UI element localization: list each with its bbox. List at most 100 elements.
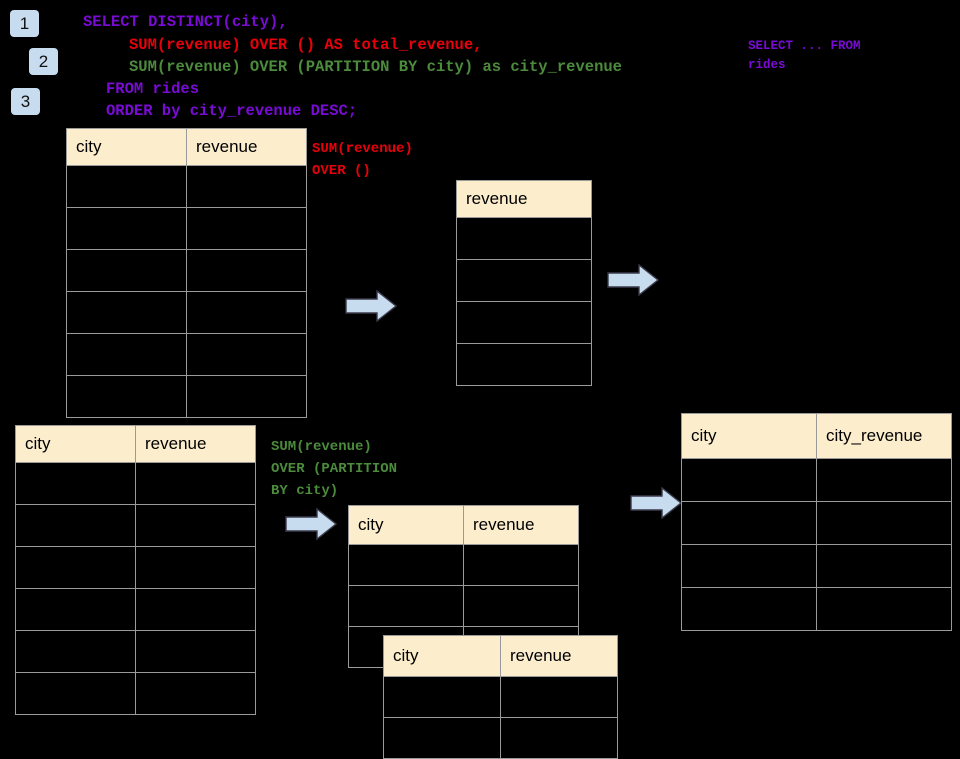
table-row xyxy=(348,585,579,627)
arrow-source-to-total xyxy=(345,290,397,322)
cell-revenue xyxy=(186,333,307,376)
cell-revenue xyxy=(456,259,592,302)
table-header-row: city revenue xyxy=(66,128,307,166)
cell-revenue xyxy=(186,165,307,208)
step-badge-2[interactable]: 2 xyxy=(29,48,58,75)
cell-revenue xyxy=(456,217,592,260)
diagram-canvas: 1 2 3 SELECT DISTINCT(city), SUM(revenue… xyxy=(10,10,952,759)
step-badge-1[interactable]: 1 xyxy=(10,10,39,37)
table-row xyxy=(15,546,256,589)
table-row xyxy=(66,207,307,250)
cell-city xyxy=(383,717,501,759)
table-row xyxy=(383,717,618,759)
cell-city xyxy=(15,630,136,673)
column-header-revenue: revenue xyxy=(186,128,307,166)
step-badge-3-label: 3 xyxy=(20,92,31,111)
cell-city xyxy=(681,458,817,502)
cell-city xyxy=(66,291,187,334)
table-row xyxy=(348,544,579,586)
table-header-row: city revenue xyxy=(383,635,618,677)
table-row xyxy=(15,630,256,673)
cell-revenue xyxy=(186,375,307,418)
cell-revenue xyxy=(186,249,307,292)
note-select-from-rides: SELECT ... FROM rides xyxy=(748,39,861,72)
note-sum-over-partition: SUM(revenue) OVER (PARTITION BY city) xyxy=(271,439,398,499)
column-header-revenue: revenue xyxy=(463,505,579,545)
table-row xyxy=(681,587,952,631)
cell-city xyxy=(681,501,817,545)
table-body xyxy=(15,462,256,715)
cell-revenue xyxy=(186,207,307,250)
table-row xyxy=(15,672,256,715)
table-partition-group-front: city revenue xyxy=(383,635,618,759)
table-row xyxy=(66,249,307,292)
table-row xyxy=(66,333,307,376)
table-body xyxy=(66,165,307,418)
table-body xyxy=(456,217,592,386)
sql-line-order-by: ORDER by city_revenue DESC; xyxy=(106,102,358,120)
cell-city xyxy=(15,504,136,547)
cell-city xyxy=(348,585,464,627)
cell-city xyxy=(681,587,817,631)
cell-city-revenue xyxy=(816,501,952,545)
sql-line-total-revenue: SUM(revenue) OVER () AS total_revenue, xyxy=(129,36,483,54)
table-row xyxy=(66,291,307,334)
cell-revenue xyxy=(186,291,307,334)
table-row xyxy=(383,676,618,718)
cell-city xyxy=(15,462,136,505)
cell-city xyxy=(348,544,464,586)
cell-revenue xyxy=(500,676,618,718)
table-body xyxy=(681,458,952,631)
table-rides-source-bottom: city revenue xyxy=(15,425,256,715)
table-row xyxy=(681,501,952,545)
note-sum-over-empty: SUM(revenue) OVER () xyxy=(312,141,413,179)
cell-revenue xyxy=(135,462,256,505)
sql-line-city-revenue: SUM(revenue) OVER (PARTITION BY city) as… xyxy=(129,58,622,76)
table-header-row: revenue xyxy=(456,180,592,218)
cell-city xyxy=(66,375,187,418)
cell-revenue xyxy=(135,504,256,547)
table-body xyxy=(383,676,618,759)
table-rides-source-top: city revenue xyxy=(66,128,307,418)
table-header-row: city revenue xyxy=(15,425,256,463)
table-total-revenue: revenue xyxy=(456,180,592,386)
cell-city xyxy=(15,588,136,631)
table-row xyxy=(66,375,307,418)
cell-revenue xyxy=(135,588,256,631)
column-header-city: city xyxy=(15,425,136,463)
cell-city xyxy=(66,249,187,292)
cell-city-revenue xyxy=(816,458,952,502)
cell-city xyxy=(66,165,187,208)
column-header-city: city xyxy=(681,413,817,459)
cell-revenue xyxy=(135,630,256,673)
arrow-partition-to-result xyxy=(630,487,682,519)
cell-city xyxy=(66,333,187,376)
cell-city-revenue xyxy=(816,544,952,588)
cell-revenue xyxy=(456,343,592,386)
column-header-revenue: revenue xyxy=(456,180,592,218)
table-row xyxy=(15,504,256,547)
table-row xyxy=(681,544,952,588)
column-header-city: city xyxy=(383,635,501,677)
cell-city xyxy=(15,546,136,589)
column-header-city: city xyxy=(348,505,464,545)
table-row xyxy=(681,458,952,502)
cell-city-revenue xyxy=(816,587,952,631)
table-row xyxy=(456,217,592,260)
column-header-revenue: revenue xyxy=(135,425,256,463)
cell-city xyxy=(66,207,187,250)
column-header-revenue: revenue xyxy=(500,635,618,677)
cell-revenue xyxy=(463,544,579,586)
cell-revenue xyxy=(135,672,256,715)
arrow-source-to-partition xyxy=(285,508,337,540)
table-row xyxy=(456,343,592,386)
table-row xyxy=(456,259,592,302)
step-badge-3[interactable]: 3 xyxy=(11,88,40,115)
cell-revenue xyxy=(135,546,256,589)
column-header-city-revenue: city_revenue xyxy=(816,413,952,459)
table-row xyxy=(15,462,256,505)
cell-city xyxy=(681,544,817,588)
cell-revenue xyxy=(456,301,592,344)
table-row xyxy=(15,588,256,631)
cell-city xyxy=(383,676,501,718)
